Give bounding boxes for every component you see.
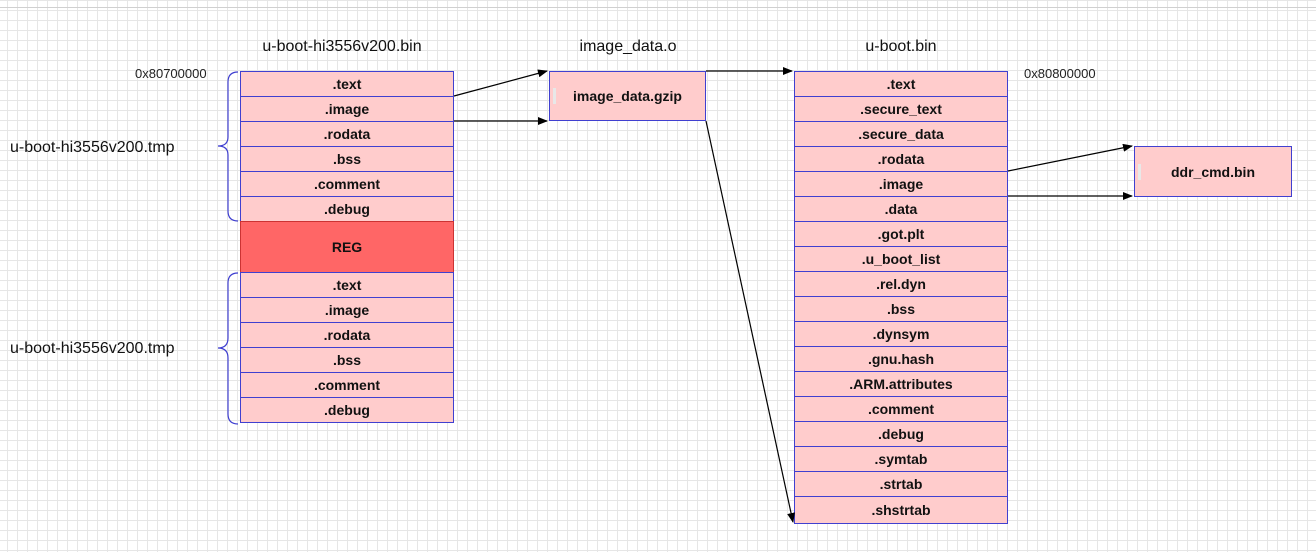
uboot-section[interactable]: .rel.dyn xyxy=(794,271,1008,297)
bin2-section-bss[interactable]: .bss xyxy=(240,347,454,373)
image-data-gzip-box[interactable]: image_data.gzip xyxy=(549,71,706,121)
arrow-gzip-to-uboot-bottom xyxy=(705,120,796,523)
arrow-image-to-gzip-top xyxy=(453,69,548,97)
uboot-section[interactable]: .rodata xyxy=(794,146,1008,172)
bin-section-comment[interactable]: .comment xyxy=(240,171,454,197)
image-obj-title: image_data.o xyxy=(579,38,677,55)
bin2-section-rodata[interactable]: .rodata xyxy=(240,322,454,348)
uboot-section[interactable]: .gnu.hash xyxy=(794,346,1008,372)
uboot-section[interactable]: .dynsym xyxy=(794,321,1008,347)
tmp-label-2: u-boot-hi3556v200.tmp xyxy=(10,340,175,357)
uboot-section[interactable]: .comment xyxy=(794,396,1008,422)
uboot-section[interactable]: .ARM.attributes xyxy=(794,371,1008,397)
uboot-address: 0x80800000 xyxy=(1024,66,1096,81)
brace-group1 xyxy=(217,71,239,222)
bin-address: 0x80700000 xyxy=(135,66,207,81)
bin2-section-comment[interactable]: .comment xyxy=(240,372,454,398)
uboot-title: u-boot.bin xyxy=(865,38,937,55)
uboot-section[interactable]: .data xyxy=(794,196,1008,222)
bin2-section-debug[interactable]: .debug xyxy=(240,397,454,423)
image-data-gzip-label: image_data.gzip xyxy=(573,88,682,104)
uboot-section[interactable]: .got.plt xyxy=(794,221,1008,247)
brace-group2 xyxy=(217,272,239,425)
box-grip xyxy=(1138,163,1141,180)
uboot-section[interactable]: .shstrtab xyxy=(794,496,1008,524)
bin-section-bss[interactable]: .bss xyxy=(240,146,454,172)
ddr-cmd-box[interactable]: ddr_cmd.bin xyxy=(1134,146,1292,197)
box-grip xyxy=(553,88,556,104)
uboot-section[interactable]: .strtab xyxy=(794,471,1008,497)
bin-section-text[interactable]: .text xyxy=(240,71,454,97)
ddr-cmd-label: ddr_cmd.bin xyxy=(1170,163,1255,180)
arrow-uboot-image-to-ddr-top xyxy=(1007,143,1133,172)
uboot-section[interactable]: .image xyxy=(794,171,1008,197)
bin-title: u-boot-hi3556v200.bin xyxy=(262,38,422,55)
tmp-label-1: u-boot-hi3556v200.tmp xyxy=(10,139,175,156)
reg-block[interactable]: REG xyxy=(240,221,454,273)
bin-section-rodata[interactable]: .rodata xyxy=(240,121,454,147)
bin-section-debug[interactable]: .debug xyxy=(240,196,454,222)
canvas-top-border xyxy=(0,7,1316,8)
